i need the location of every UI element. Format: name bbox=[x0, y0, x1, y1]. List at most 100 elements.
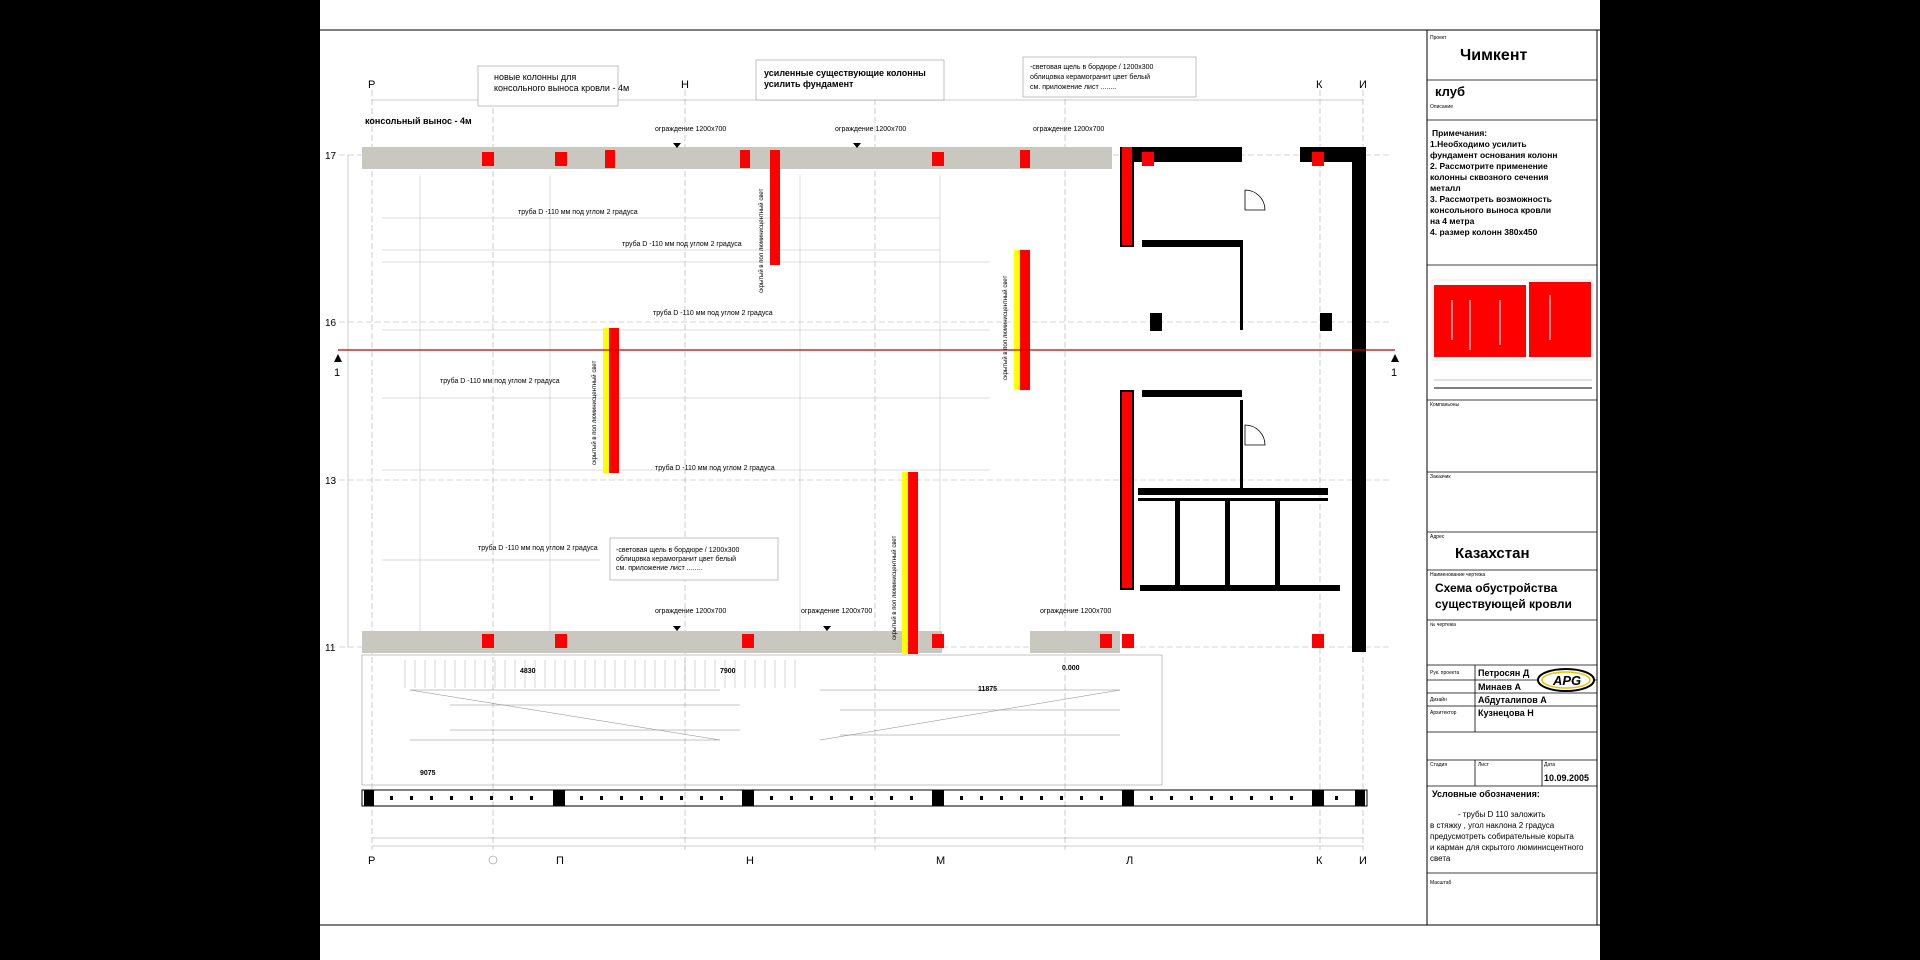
drawing-no-caption: № чертежа bbox=[1430, 622, 1456, 628]
role-caption: Рук. проекта bbox=[1430, 670, 1459, 676]
callout-light-slot-mid-line2: облицовка керамогранит цвет белый bbox=[616, 555, 736, 563]
fence-label: ограждение 1200х700 bbox=[1040, 608, 1111, 615]
section-mark-left: 1 bbox=[334, 367, 340, 379]
level-mark: 4830 bbox=[520, 668, 536, 675]
callout-reinforced bbox=[755, 59, 945, 101]
reinforced-column-3 bbox=[1020, 250, 1030, 390]
apg-logo: APG bbox=[1537, 668, 1595, 692]
role-name: Абдуталипов А bbox=[1478, 695, 1547, 705]
door-arc bbox=[1244, 189, 1266, 211]
columns bbox=[482, 150, 1324, 648]
role-caption: Дизайн bbox=[1430, 696, 1447, 703]
section-mark-right: 1 bbox=[1391, 367, 1397, 379]
parapet-top bbox=[362, 147, 1112, 169]
reinforced-column-1 bbox=[770, 150, 780, 265]
companions-caption: Компаньоны bbox=[1430, 402, 1460, 408]
callout-light-slot-top-line3: см. приложение лист ........ bbox=[1030, 84, 1116, 91]
notes-line: консольного выноса кровли bbox=[1430, 205, 1551, 215]
object-name: клуб bbox=[1435, 84, 1465, 99]
fence-label: ограждение 1200х700 bbox=[835, 126, 906, 133]
wall-red-mid bbox=[1122, 392, 1132, 588]
grid-letter-n-bottom: Н bbox=[746, 855, 754, 867]
callout-light-slot-top bbox=[1022, 56, 1197, 98]
callout-new-columns bbox=[477, 65, 619, 107]
thumbnail-plan bbox=[1431, 279, 1593, 389]
grid-number-16: 16 bbox=[325, 318, 337, 329]
callout-reinforced-line1: усиленные существующие колонны bbox=[764, 68, 926, 78]
notes-line: 1.Необходимо усилить bbox=[1430, 139, 1527, 149]
drawing-caption: Наименование чертежа bbox=[1430, 572, 1485, 578]
stair-treads bbox=[404, 660, 796, 688]
stage-caption: Стадия bbox=[1430, 762, 1447, 768]
address-value: Казахстан bbox=[1455, 545, 1530, 562]
level-mark: 9075 bbox=[420, 770, 436, 777]
light-strip-1 bbox=[603, 328, 609, 473]
pipe-label: труба D -110 мм под углом 2 градуса bbox=[478, 544, 598, 552]
level-mark: 7900 bbox=[720, 668, 736, 675]
notes-line: фундамент основания колонн bbox=[1430, 150, 1558, 160]
stair-area bbox=[361, 654, 1163, 786]
role-caption: Архитектор bbox=[1430, 710, 1457, 716]
grid-number-11: 11 bbox=[325, 643, 336, 654]
door-arc bbox=[1244, 424, 1266, 446]
callout-new-columns-line2: консольного выноса кровли - 4м bbox=[494, 83, 629, 93]
role-name: Кузнецова Н bbox=[1478, 708, 1534, 718]
logo-text: APG bbox=[1552, 673, 1581, 688]
grid-letter-n: Н bbox=[681, 79, 689, 91]
project-caption: Проект bbox=[1430, 35, 1447, 41]
drawing-title-line1: Схема обустройства bbox=[1435, 581, 1558, 595]
notes-line: Примечания: bbox=[1432, 128, 1487, 138]
scale-caption: Масштаб bbox=[1430, 880, 1452, 886]
light-strip-3 bbox=[902, 472, 908, 654]
project-name: Чимкент bbox=[1460, 47, 1527, 64]
grid-letter-l-bottom: Л bbox=[1126, 855, 1133, 867]
hidden-light-label: скрытый в пол люминисцентный свет bbox=[1002, 275, 1009, 380]
grid-letter-k-bottom: К bbox=[1316, 855, 1323, 867]
grid-letter-r-bottom: Р bbox=[368, 855, 375, 867]
hidden-light-label: скрытый в пол люминисцентный свет bbox=[758, 188, 765, 293]
callout-light-slot-top-line1: -световая щель в бордюре / 1200х300 bbox=[1030, 63, 1154, 71]
legend-line: света bbox=[1430, 854, 1451, 863]
section-arrow-right bbox=[1391, 354, 1399, 362]
grid-letter-p-bottom: П bbox=[556, 855, 564, 867]
notes-line: колонны сквозного сечения bbox=[1430, 172, 1548, 182]
pipe-label: труба D -110 мм под углом 2 градуса bbox=[440, 377, 560, 385]
grid-number-13: 13 bbox=[325, 476, 337, 487]
reinforced-column-2 bbox=[609, 328, 619, 473]
address-caption: Адрес bbox=[1430, 534, 1445, 540]
fence-label: ограждение 1200х700 bbox=[801, 608, 872, 615]
legend-line: в стяжку , угол наклона 2 градуса bbox=[1430, 821, 1555, 830]
drawing-sheet: 1 1 Р П Н М Л К И Р П Н М Л К И 17 16 13… bbox=[320, 0, 1600, 960]
role-name: Минаев А bbox=[1478, 682, 1522, 692]
notes-line: 2. Рассмотрите применение bbox=[1430, 161, 1548, 171]
role-name: Петросян Д bbox=[1478, 668, 1530, 678]
pipe-lines bbox=[382, 175, 990, 640]
fence-label: ограждение 1200х700 bbox=[655, 126, 726, 133]
fence-label: ограждение 1200х700 bbox=[655, 608, 726, 615]
grid-letter-k: К bbox=[1316, 79, 1323, 91]
colonnade bbox=[361, 789, 1368, 807]
title-block: Проект Чимкент Описание клуб Примечания:… bbox=[1426, 29, 1598, 926]
grid-number-17: 17 bbox=[325, 151, 337, 162]
grid-marker bbox=[488, 855, 498, 865]
walls bbox=[1120, 147, 1366, 652]
level-mark: 0.000 bbox=[1062, 665, 1080, 672]
callout-light-slot-mid-line1: -световая щель в бордюре / 1200х300 bbox=[616, 546, 740, 554]
pipe-label: труба D -110 мм под углом 2 градуса bbox=[655, 464, 775, 472]
colonnade-dots bbox=[390, 796, 1338, 800]
fence-label: ограждение 1200х700 bbox=[1033, 126, 1104, 133]
grid-letter-r: Р bbox=[368, 79, 375, 91]
grid-letter-m-bottom: М bbox=[936, 855, 945, 867]
pipe-label: труба D -110 мм под углом 2 градуса bbox=[518, 208, 638, 216]
reinforced-column-4 bbox=[908, 472, 918, 654]
notes-line: 4. размер колонн 380х450 bbox=[1430, 227, 1538, 237]
section-arrow-left bbox=[334, 354, 342, 362]
pipe-label: труба D -110 мм под углом 2 градуса bbox=[653, 309, 773, 317]
hidden-light-label: скрытый в пол люминисцентный свет bbox=[891, 535, 898, 640]
callout-light-slot-mid bbox=[609, 537, 779, 581]
description-caption: Описание bbox=[1430, 104, 1453, 110]
sheet-caption: Лист bbox=[1478, 762, 1490, 768]
date-caption: Дата bbox=[1544, 762, 1555, 768]
light-strip-2 bbox=[1014, 250, 1020, 390]
fence-markers bbox=[673, 143, 861, 631]
